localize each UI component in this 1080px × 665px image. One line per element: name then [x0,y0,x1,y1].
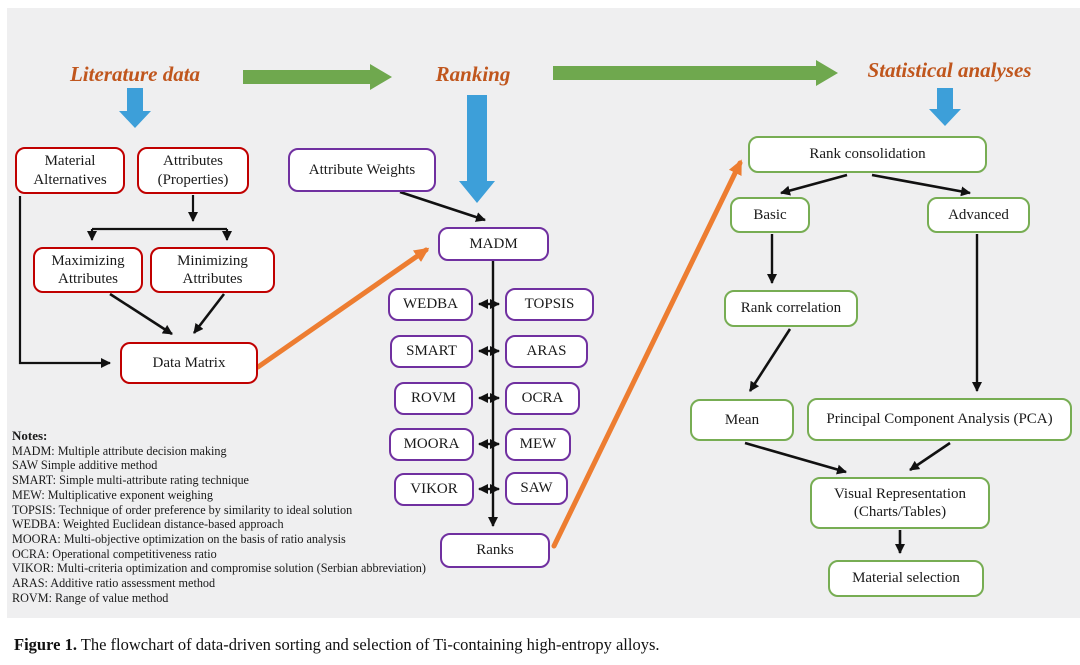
arrow-consolidation-to-basic [780,173,848,196]
arrow-mean-to-visual [744,441,847,475]
blue-arrow-under-literature-data [119,88,151,128]
note-line-mew: MEW: Multiplicative exponent weighing [12,487,213,502]
node-advanced: Advanced [927,197,1030,233]
node-minimizing-attributes: Minimizing Attributes [150,247,275,293]
arrow-rank-correlation-to-mean [748,328,792,392]
node-pca: Principal Component Analysis (PCA) [807,398,1072,441]
node-moora: MOORA [389,428,474,461]
node-ranks: Ranks [440,533,550,568]
note-line-moora: MOORA: Multi-objective optimization on t… [12,531,346,546]
node-rank-consolidation: Rank consolidation [748,136,987,173]
node-rovm: ROVM [394,382,473,415]
note-line-smart: SMART: Simple multi-attribute rating tec… [12,473,249,488]
note-line-wedba: WEDBA: Weighted Euclidean distance-based… [12,517,284,532]
green-arrow-literature-to-ranking [243,64,392,90]
figure-caption-text: The flowchart of data-driven sorting and… [76,635,660,654]
node-aras: ARAS [505,335,588,368]
arrow-material-alternatives-to-data-matrix [18,196,111,368]
node-basic: Basic [730,197,810,233]
node-attribute-weights: Attribute Weights [288,148,436,192]
note-line-ocra: OCRA: Operational competitiveness ratio [12,546,217,561]
node-material-selection: Material selection [828,560,984,597]
node-maximizing-attributes: Maximizing Attributes [33,247,143,293]
node-madm: MADM [438,227,549,261]
note-line-madm: MADM: Multiple attribute decision making [12,443,227,458]
arrow-minimizing-to-data-matrix [192,293,226,334]
node-ocra: OCRA [505,382,580,415]
node-data-matrix: Data Matrix [120,342,258,384]
arrow-consolidation-to-advanced [871,173,971,197]
node-topsis: TOPSIS [505,288,594,321]
arrow-maximizing-to-data-matrix [109,292,173,336]
blue-arrow-under-statistical-analyses [929,88,961,126]
node-material-alternatives: Material Alternatives [15,147,125,194]
figure-caption-label: Figure 1. [14,635,77,654]
arrow-attribute-weights-to-madm [399,190,486,222]
node-rank-correlation: Rank correlation [724,290,858,327]
notes-title: Notes: [12,428,48,443]
orange-arrow-ranks-to-consolidation [551,159,743,549]
blue-arrow-ranking-to-madm [459,95,495,203]
note-line-topsis: TOPSIS: Technique of order preference by… [12,502,353,517]
node-mew: MEW [505,428,571,461]
note-line-vikor: VIKOR: Multi-criteria optimization and c… [12,561,426,576]
node-smart: SMART [390,335,473,368]
notes-block: Notes: MADM: Multiple attribute decision… [12,428,452,605]
heading-literature-data: Literature data [69,62,201,86]
node-visual-representation: Visual Representation (Charts/Tables) [810,477,990,529]
node-wedba: WEDBA [388,288,473,321]
node-attributes-properties: Attributes (Properties) [137,147,249,194]
orange-arrow-data-matrix-to-madm [255,247,430,370]
green-arrow-ranking-to-statistical [553,60,838,86]
note-line-saw: SAW Simple additive method [12,458,158,473]
figure-caption: Figure 1. The flowchart of data-driven s… [14,635,1064,655]
heading-statistical-analyses: Statistical analyses [867,58,1032,82]
note-line-rovm: ROVM: Range of value method [12,590,169,605]
node-saw: SAW [505,472,568,505]
node-mean: Mean [690,399,794,441]
arrow-pca-to-visual [909,441,951,472]
node-vikor: VIKOR [394,473,474,506]
note-line-aras: ARAS: Additive ratio assessment method [12,576,216,591]
heading-ranking: Ranking [435,62,511,86]
